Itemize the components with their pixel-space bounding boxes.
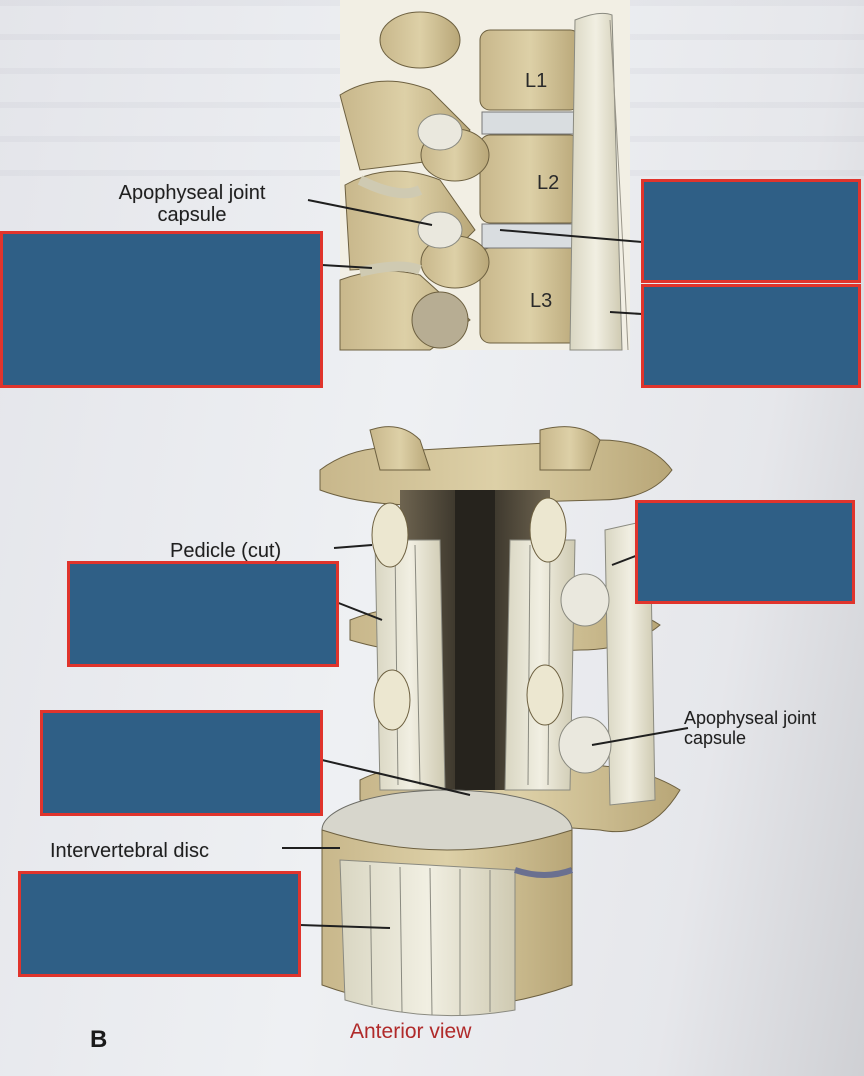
answer-box-ligamentum-flavum-anterior[interactable] [67, 561, 339, 667]
apophyseal-joint-capsule-label-bottom: Apophyseal joint capsule [684, 708, 817, 748]
answer-box-anterior-ligament-anterior-view[interactable] [18, 871, 301, 977]
vertebra-label-l1: L1 [525, 70, 548, 92]
answer-box-posterior-longitudinal-ligament[interactable] [641, 179, 861, 283]
lateral-view-drawing [307, 0, 643, 351]
apophyseal-joint-capsule-label-top: Apophyseal joint capsule [118, 182, 266, 226]
panel-letter: B [90, 1026, 108, 1053]
view-caption: Anterior view [350, 1020, 472, 1043]
vertebra-label-l3: L3 [530, 290, 553, 312]
anterior-view-drawing [282, 426, 689, 1017]
answer-box-posterior-ligament-anterior-view[interactable] [40, 710, 323, 816]
answer-box-ligamentum-flavum[interactable] [0, 231, 323, 388]
intervertebral-disc-label: Intervertebral disc [50, 840, 209, 862]
vertebra-label-l2: L2 [537, 172, 560, 194]
answer-box-intertransverse-ligament[interactable] [635, 500, 855, 604]
pedicle-label: Pedicle (cut) [170, 540, 282, 562]
answer-box-anterior-longitudinal-ligament[interactable] [641, 284, 861, 388]
